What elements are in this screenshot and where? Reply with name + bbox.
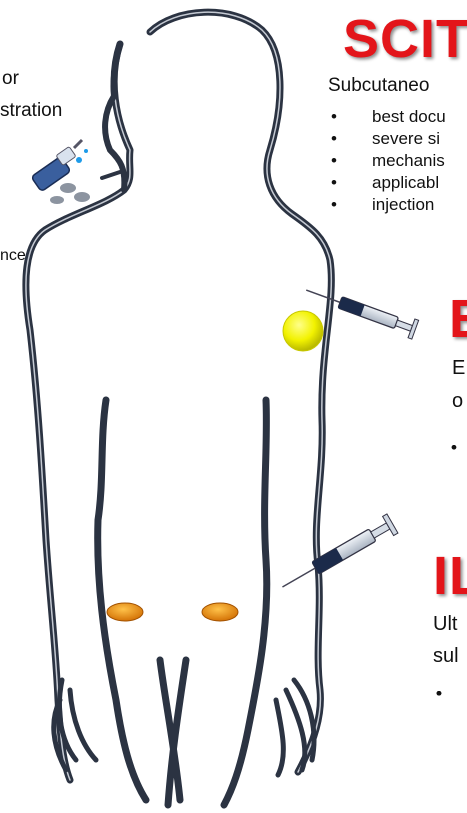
epit-line2: o xyxy=(452,390,463,412)
scit-heading: SCIT xyxy=(343,8,467,70)
left-hand xyxy=(54,680,96,770)
syringe-ilit-icon xyxy=(277,514,398,597)
lymph-node-left-icon xyxy=(107,603,143,621)
scit-bullet-4: •applicabl xyxy=(372,172,446,194)
scit-bullet-2: •severe si xyxy=(372,128,446,150)
scit-bullet-list: •best docu •severe si •mechanis •applica… xyxy=(372,106,446,216)
ilit-line1: Ult xyxy=(433,613,457,635)
label-administration-line2: stration xyxy=(0,100,62,122)
scit-bullet-1: •best docu xyxy=(372,106,446,128)
body-silhouette xyxy=(26,12,331,805)
ilit-heading: IL xyxy=(433,545,467,607)
nasal-spray-icon xyxy=(31,140,88,192)
scit-bullet-3: •mechanis xyxy=(372,150,446,172)
right-hand xyxy=(276,680,314,775)
tablets-icon xyxy=(50,183,90,204)
scit-subtitle: Subcutaneo xyxy=(328,75,429,97)
sublingual-dropper xyxy=(102,172,120,178)
patch-icon xyxy=(283,311,323,351)
silhouette-outline xyxy=(26,12,331,805)
ilit-line2: sul xyxy=(433,645,459,667)
epit-line1: E xyxy=(452,357,465,379)
scit-bullet-5: •injection xyxy=(372,194,446,216)
lymph-node-right-icon xyxy=(202,603,238,621)
silhouette-highlight xyxy=(26,12,331,780)
label-administration-line1: or xyxy=(2,68,19,90)
epit-heading: E xyxy=(449,288,467,350)
label-evidence-line: nce xyxy=(0,245,26,267)
